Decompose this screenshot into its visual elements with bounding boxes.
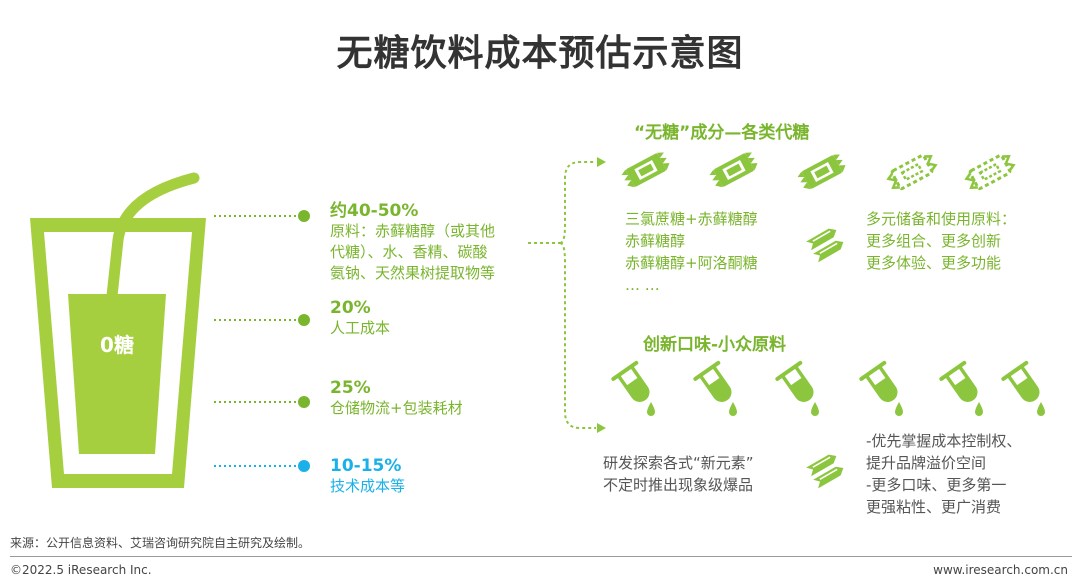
test-tube-icon-5 bbox=[939, 360, 986, 418]
sweetener-section-title: “无糖”成分—各类代糖 bbox=[634, 123, 810, 143]
sweetener-candy-outline-icon-2 bbox=[962, 150, 1018, 194]
flavor-result-line: 更强粘性、更广消费 bbox=[866, 498, 1002, 516]
branch-connector bbox=[528, 161, 596, 429]
test-tube-icon-4 bbox=[859, 360, 906, 418]
flavor-arrow-icon bbox=[805, 450, 847, 490]
test-tube-icon-3 bbox=[775, 360, 822, 418]
cost-desc-line: 人工成本 bbox=[330, 319, 391, 337]
cost-percent: 10-15% bbox=[330, 456, 402, 476]
sweetener-candy-icon-3 bbox=[796, 151, 848, 193]
cost-item-logistics: 25% 仓储物流+包装耗材 bbox=[330, 378, 463, 419]
flavor-section-title: 创新口味-小众原料 bbox=[643, 335, 787, 355]
sweetener-example: 赤藓糖醇 bbox=[625, 232, 686, 250]
flavor-result: -优先掌握成本控制权、 提升品牌溢价空间 -更多口味、更多第一 更强粘性、更广消… bbox=[866, 430, 1021, 518]
sweetener-result-line: 更多体验、更多功能 bbox=[866, 254, 1002, 272]
cost-desc-line: 代糖）、水、香精、碳酸 bbox=[330, 243, 488, 261]
test-tube-icon-6 bbox=[1001, 360, 1048, 418]
flavor-result-line: 提升品牌溢价空间 bbox=[866, 454, 987, 472]
cost-item-labor: 20% 人工成本 bbox=[330, 298, 390, 339]
test-tube-icon-1 bbox=[611, 360, 658, 418]
sweetener-examples: 三氯蔗糖+赤藓糖醇 赤藓糖醇 赤藓糖醇+阿洛酮糖 … … bbox=[625, 208, 758, 296]
sweetener-example: 三氯蔗糖+赤藓糖醇 bbox=[625, 210, 758, 228]
arrow-head-top bbox=[597, 157, 606, 167]
sweetener-example: … … bbox=[625, 276, 660, 294]
copyright: ©2022.5 iResearch Inc. bbox=[10, 563, 152, 577]
flavor-example: 不定时推出现象级爆品 bbox=[603, 476, 754, 494]
flavor-result-line: -优先掌握成本控制权、 bbox=[866, 432, 1022, 450]
flavor-example: 研发探索各式“新元素” bbox=[603, 454, 754, 472]
source-note: 来源：公开信息资料、艾瑞咨询研究院自主研究及绘制。 bbox=[10, 536, 311, 550]
cost-percent: 20% bbox=[330, 298, 371, 318]
sweetener-result-line: 多元储备和使用原料： bbox=[866, 210, 1017, 228]
page-title: 无糖饮料成本预估示意图 bbox=[336, 33, 744, 74]
flavor-examples: 研发探索各式“新元素” 不定时推出现象级爆品 bbox=[603, 452, 754, 496]
cup-icon: 0糖 bbox=[30, 172, 206, 488]
sweetener-arrow-icon bbox=[805, 224, 847, 264]
cup-label: 0糖 bbox=[100, 333, 134, 357]
test-tube-icon-2 bbox=[693, 360, 740, 418]
cost-desc-line: 技术成本等 bbox=[330, 477, 406, 495]
sweetener-candy-icon-1 bbox=[620, 149, 672, 191]
cost-desc-line: 仓储物流+包装耗材 bbox=[330, 399, 463, 417]
cost-desc-line: 氨钠、天然果树提取物等 bbox=[330, 264, 496, 282]
cost-percent: 25% bbox=[330, 378, 371, 398]
cost-leaders bbox=[214, 210, 310, 472]
cost-item-raw-materials: 约40-50% 原料：赤藓糖醇（或其他 代糖）、水、香精、碳酸 氨钠、天然果树提… bbox=[330, 196, 495, 284]
sweetener-example: 赤藓糖醇+阿洛酮糖 bbox=[625, 254, 758, 272]
cost-item-technology: 10-15% 技术成本等 bbox=[330, 456, 405, 497]
cost-percent: 约40-50% bbox=[330, 201, 419, 221]
flavor-result-line: -更多口味、更多第一 bbox=[866, 476, 1007, 494]
website-link[interactable]: www.iresearch.com.cn bbox=[933, 563, 1068, 577]
sweetener-candy-icon-2 bbox=[708, 149, 760, 191]
arrow-head-bottom bbox=[597, 423, 606, 433]
sweetener-result-line: 更多组合、更多创新 bbox=[866, 232, 1002, 250]
footer-divider bbox=[10, 556, 1072, 557]
sweetener-candy-outline-icon-1 bbox=[884, 150, 940, 194]
cost-desc-line: 原料：赤藓糖醇（或其他 bbox=[330, 222, 496, 240]
sweetener-result: 多元储备和使用原料： 更多组合、更多创新 更多体验、更多功能 bbox=[866, 208, 1016, 274]
